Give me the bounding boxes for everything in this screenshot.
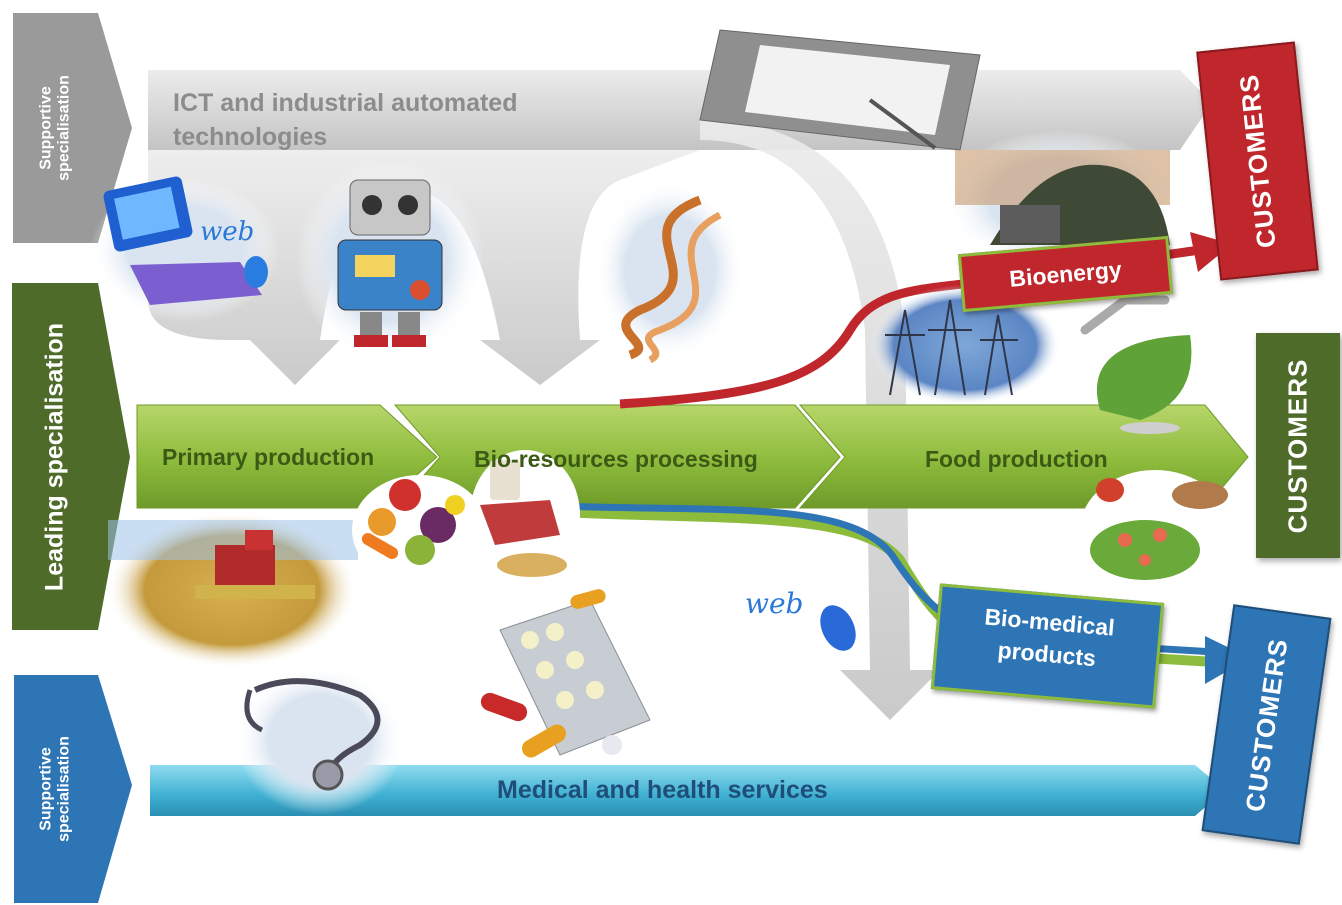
stethoscope-icon <box>235 665 405 815</box>
supportive-specialisation-top-label: Supportive specialisation <box>37 75 73 181</box>
customers-label-red: CUSTOMERS <box>1232 72 1282 250</box>
supportive-specialisation-bottom-label: Supportive specialisation <box>37 736 73 842</box>
meat-icon <box>470 450 580 580</box>
medical-band <box>150 765 1225 816</box>
bottom-side-chevron <box>14 675 132 903</box>
fruit-icon <box>352 475 488 585</box>
salad-icon <box>1080 470 1230 590</box>
stage-bio-resources-processing: Bio-resources processing <box>474 446 758 472</box>
medical-services-label: Medical and health services <box>497 776 828 804</box>
fuel-leaf-icon <box>1080 295 1192 434</box>
customers-label-green: CUSTOMERS <box>1282 358 1313 533</box>
svg-text:web: web <box>745 587 803 620</box>
biomedical-box: Bio-medical products <box>930 583 1165 709</box>
leading-specialisation-label: Leading specialisation <box>40 322 69 591</box>
biogas-plant-icon <box>942 130 1178 270</box>
stage-food-production: Food production <box>925 446 1108 472</box>
bioenergy-label: Bioenergy <box>1008 256 1123 292</box>
middle-side-chevron <box>12 283 130 630</box>
dna-icon <box>595 180 745 364</box>
mouse-icon: web <box>745 587 856 651</box>
pills-icon <box>480 589 651 758</box>
robot-icon <box>295 160 485 360</box>
bottom-side-chevron-label: Supportive specialisation <box>14 675 98 903</box>
stage-primary-production: Primary production <box>162 444 375 470</box>
harvester-icon <box>107 512 358 668</box>
top-side-chevron <box>13 13 132 243</box>
customers-label-blue: CUSTOMERS <box>1238 635 1294 813</box>
customers-box-green: CUSTOMERS <box>1256 333 1340 558</box>
svg-text:web: web <box>200 217 254 247</box>
power-lines-icon <box>870 285 1060 405</box>
tablet-icon <box>699 29 981 151</box>
computer-icon: web <box>90 176 280 322</box>
ict-title: ICT and industrial automated technologie… <box>173 89 518 151</box>
top-side-chevron-label: Supportive specialisation <box>13 13 98 243</box>
middle-side-chevron-label: Leading specialisation <box>12 283 98 630</box>
